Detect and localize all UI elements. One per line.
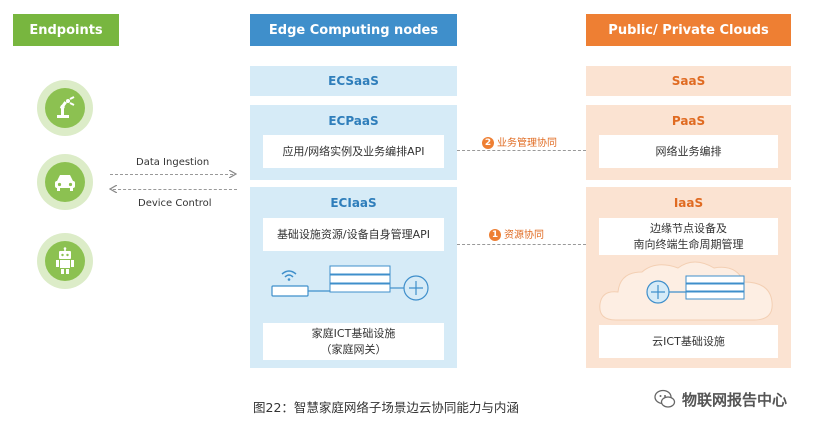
- business-collab-line: [457, 150, 586, 151]
- wechat-icon: [654, 389, 676, 408]
- endpoint-robot-arm: [37, 80, 93, 136]
- ecsaas-layer: [250, 66, 457, 96]
- cloud-header: Public/ Private Clouds: [586, 14, 791, 46]
- watermark: 物联网报告中心: [654, 388, 787, 410]
- home-gateway-devices: [271, 265, 429, 301]
- eciaas-title: ECIaaS: [330, 196, 377, 210]
- ecpaas-api-box: 应用/网络实例及业务编排API: [263, 135, 444, 168]
- business-collab-text: 业务管理协同: [497, 138, 557, 149]
- home-ict-infra-box: 家庭ICT基础设施 （家庭网关）: [263, 323, 444, 360]
- cloud-icon: [599, 261, 773, 321]
- eciaas-api-box: 基础设施资源/设备自身管理API: [263, 218, 444, 251]
- iaas-lifecycle-box: 边缘节点设备及 南向终端生命周期管理: [599, 218, 778, 255]
- ecpaas-title: ECPaaS: [328, 114, 379, 128]
- endpoint-car: [37, 154, 93, 210]
- robot-arm-icon: [57, 96, 75, 118]
- home-gateway-label: （家庭网关）: [320, 342, 387, 356]
- resource-collab-text: 资源协同: [504, 230, 544, 241]
- device-control-label: Device Control: [138, 198, 212, 209]
- watermark-text: 物联网报告中心: [682, 390, 788, 409]
- edge-header: Edge Computing nodes: [250, 14, 457, 46]
- resource-collab-line: [457, 244, 586, 245]
- paas-orchestration-box: 网络业务编排: [599, 135, 778, 168]
- car-icon: [55, 175, 75, 191]
- endpoint-robot: [37, 233, 93, 289]
- arrow-right-icon: [229, 170, 237, 178]
- saas-title: SaaS: [671, 74, 706, 88]
- paas-title: PaaS: [671, 114, 706, 128]
- wifi-icon: [281, 270, 297, 281]
- data-ingestion-label: Data Ingestion: [136, 157, 210, 168]
- business-collab-number: 2: [482, 137, 494, 149]
- endpoints-header: Endpoints: [13, 14, 119, 46]
- device-control-line: [113, 189, 237, 190]
- figure-caption: 图22：智慧家庭网络子场景边云协同能力与内涵: [253, 400, 519, 415]
- resource-collab-number: 1: [489, 229, 501, 241]
- saas-layer: [586, 66, 791, 96]
- iaas-title: IaaS: [673, 196, 704, 210]
- data-ingestion-line: [110, 174, 233, 175]
- arrow-left-icon: [109, 185, 117, 193]
- home-ict-infra-label: 家庭ICT基础设施: [311, 327, 396, 341]
- robot-icon: [56, 247, 74, 274]
- iaas-lifecycle-line2: 南向终端生命周期管理: [633, 237, 744, 251]
- cloud-ict-infra-box: 云ICT基础设施: [599, 325, 778, 358]
- ecsaas-title: ECSaaS: [328, 74, 379, 88]
- iaas-lifecycle-line1: 边缘节点设备及: [650, 222, 727, 236]
